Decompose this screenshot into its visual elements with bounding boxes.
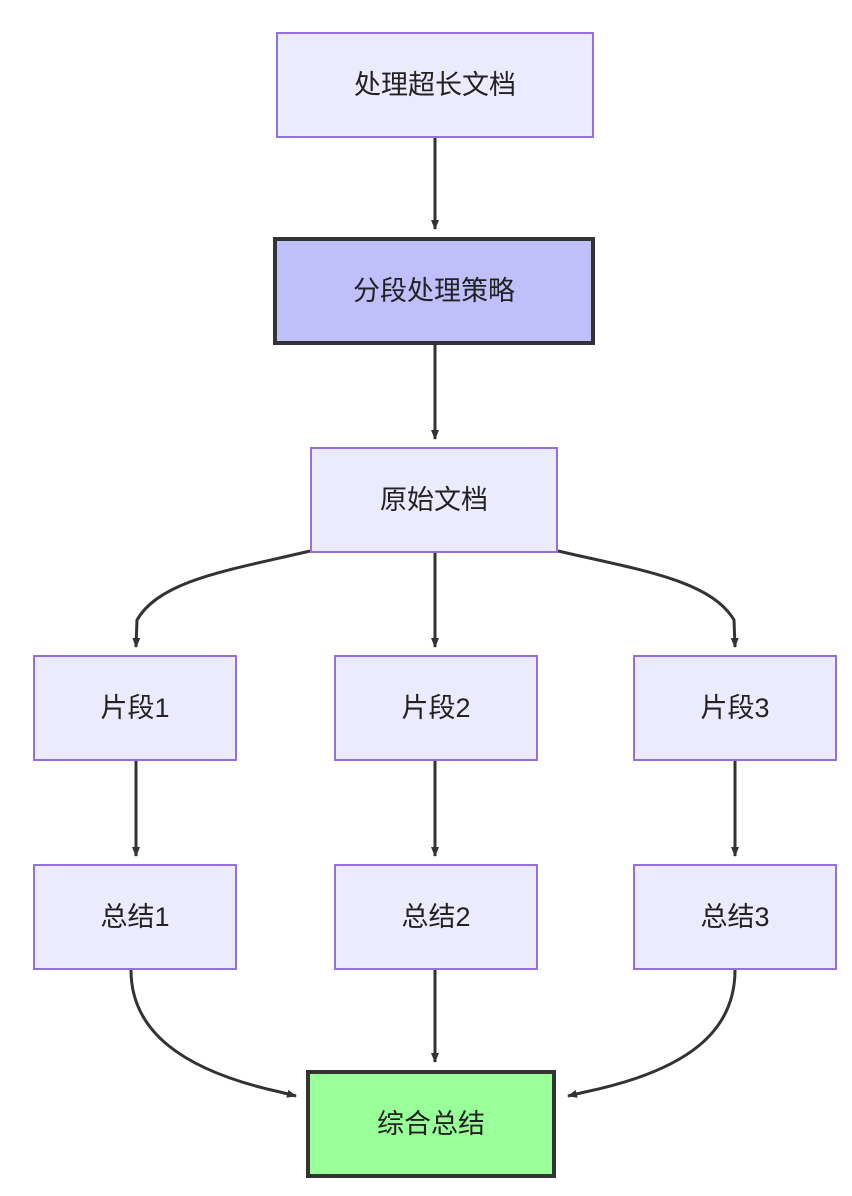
edge-n9-n10 <box>567 969 737 1098</box>
node-combined-summary[interactable]: 综合总结 <box>306 1070 556 1178</box>
node-label: 总结1 <box>100 901 170 932</box>
node-summary-1[interactable]: 总结1 <box>33 864 237 970</box>
edge-n3-n4 <box>132 549 311 648</box>
node-process-long-document[interactable]: 处理超长文档 <box>276 32 594 138</box>
node-summary-2[interactable]: 总结2 <box>334 864 538 970</box>
edge-n3-n6 <box>557 549 739 648</box>
node-summary-3[interactable]: 总结3 <box>633 864 837 970</box>
node-label: 分段处理策略 <box>353 275 515 306</box>
node-segment-3[interactable]: 片段3 <box>633 655 837 761</box>
node-label: 片段1 <box>100 692 170 723</box>
node-original-document[interactable]: 原始文档 <box>310 447 558 553</box>
node-segment-2[interactable]: 片段2 <box>334 655 538 761</box>
node-label: 总结2 <box>401 901 471 932</box>
node-label: 总结3 <box>700 901 770 932</box>
node-label: 片段2 <box>401 692 471 723</box>
node-label: 综合总结 <box>377 1108 485 1139</box>
node-label: 处理超长文档 <box>354 69 516 100</box>
node-label: 片段3 <box>700 692 770 723</box>
node-label: 原始文档 <box>380 484 488 515</box>
node-chunking-strategy[interactable]: 分段处理策略 <box>273 237 595 345</box>
edge-n7-n10 <box>129 969 297 1098</box>
node-segment-1[interactable]: 片段1 <box>33 655 237 761</box>
